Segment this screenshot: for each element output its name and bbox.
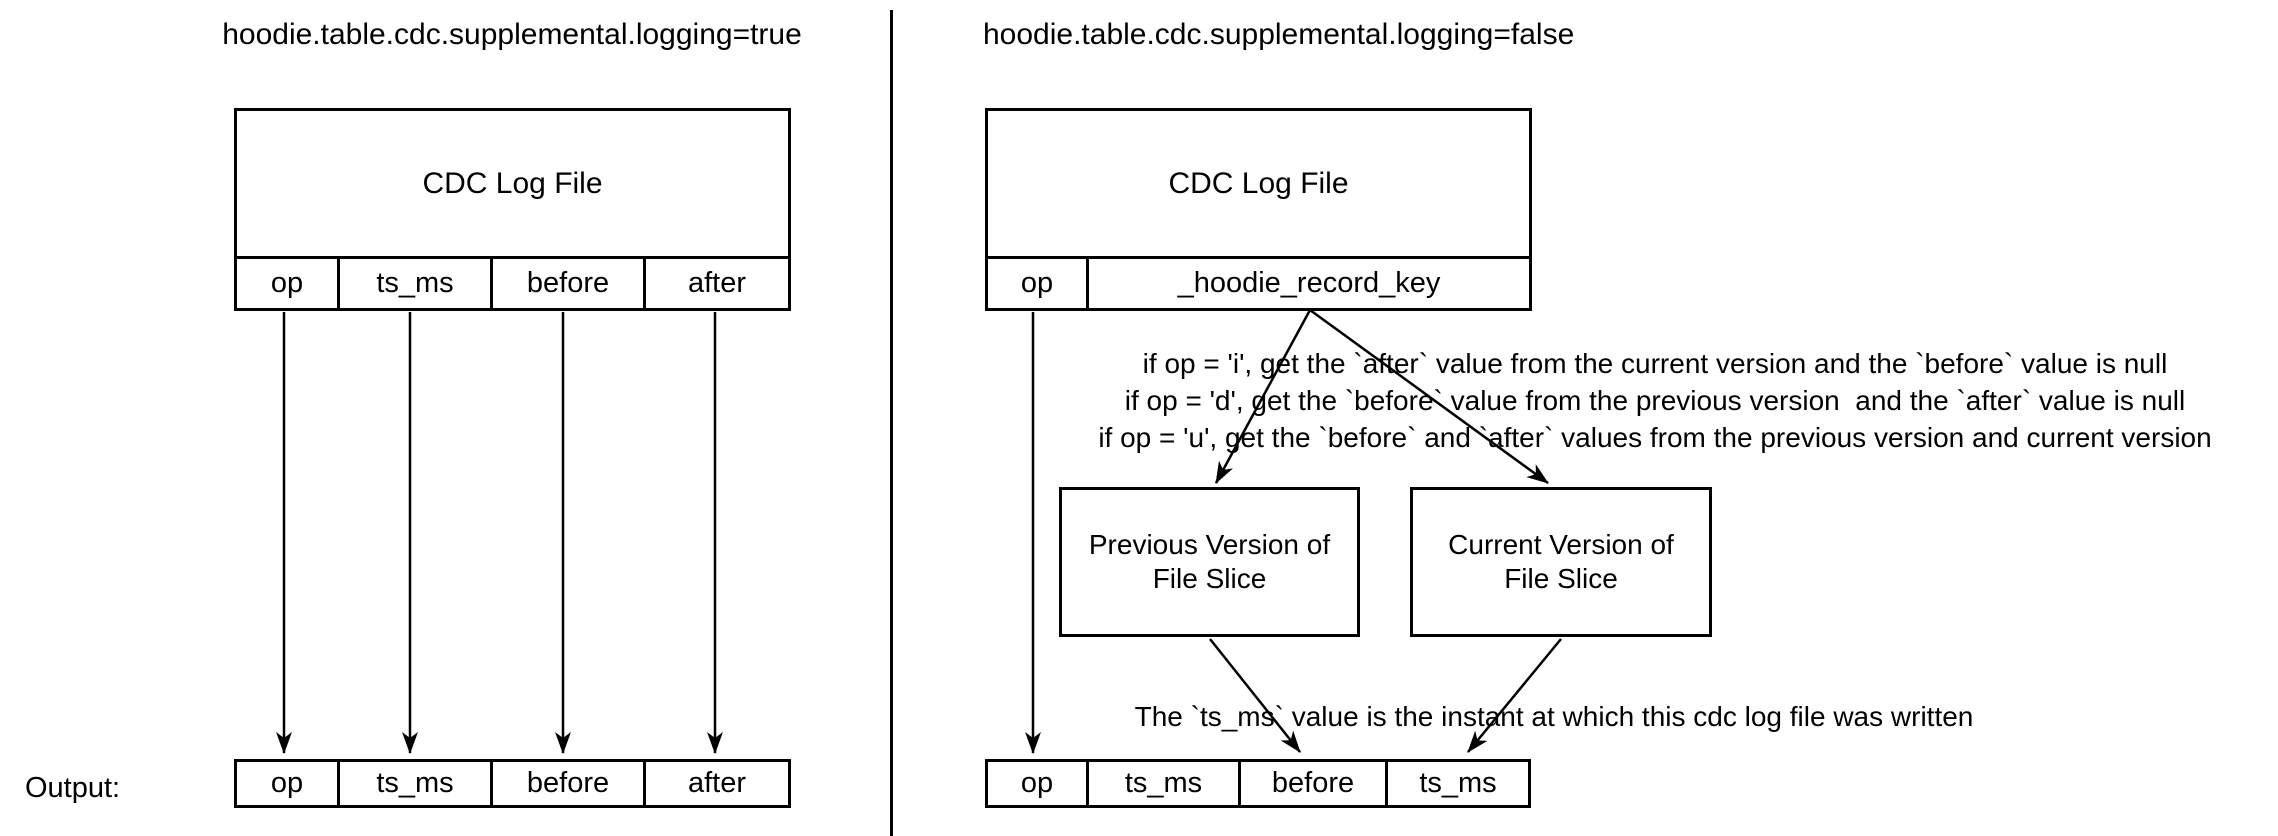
arrow-previous-version-to-output — [1209, 638, 1301, 753]
right-output-cell-ts-ms-2: ts_ms — [1385, 762, 1528, 805]
right-cdc-columns-row: op _hoodie_record_key — [988, 256, 1529, 308]
left-cdc-box-label: CDC Log File — [422, 166, 603, 200]
right-cdc-col-op: op — [1020, 267, 1054, 299]
previous-version-file-slice-box: Previous Version of File Slice — [1059, 487, 1360, 637]
right-output-cell-op: op — [1020, 767, 1054, 799]
op-rule-update: if op = 'u', get the `before` and `after… — [1098, 422, 2212, 453]
left-cdc-col-after: after — [643, 259, 788, 308]
left-output-cell-after: after — [643, 762, 788, 805]
previous-version-label-line1: Previous Version of — [1088, 529, 1331, 560]
current-version-label-line2: File Slice — [1504, 563, 1618, 594]
right-output-cell-ts-ms: ts_ms — [1086, 762, 1238, 805]
left-cdc-col-ts-ms: ts_ms — [337, 259, 490, 308]
output-label: Output: — [25, 772, 121, 804]
current-version-file-slice-box: Current Version of File Slice — [1410, 487, 1712, 637]
left-cdc-log-file-box: CDC Log File op ts_ms before after — [234, 108, 791, 311]
previous-version-label-line2: File Slice — [1152, 563, 1267, 594]
right-cdc-col-hoodie-record-key: _hoodie_record_key — [1086, 259, 1529, 308]
left-cdc-col-before: before — [490, 259, 643, 308]
current-version-label-line1: Current Version of — [1448, 529, 1674, 560]
panel-divider — [890, 10, 893, 836]
left-output-cell-ts-ms: ts_ms — [337, 762, 490, 805]
left-cdc-columns-row: op ts_ms before after — [237, 256, 788, 308]
ts-ms-note: The `ts_ms` value is the instant at whic… — [1134, 701, 1974, 732]
right-panel-title: hoodie.table.cdc.supplemental.logging=fa… — [983, 18, 1575, 51]
op-rule-delete: if op = 'd', get the `before` value from… — [1124, 385, 2186, 416]
right-output-row: op ts_ms before ts_ms — [985, 759, 1531, 808]
right-cdc-log-file-box: CDC Log File op _hoodie_record_key — [985, 108, 1532, 311]
left-output-cell-op: op — [270, 767, 304, 799]
op-rule-insert: if op = 'i', get the `after` value from … — [1142, 348, 2168, 379]
left-output-row: op ts_ms before after — [234, 759, 791, 808]
op-rules-text: if op = 'i', get the `after` value from … — [1040, 345, 2270, 456]
arrow-current-version-to-output — [1467, 638, 1562, 753]
left-panel-title: hoodie.table.cdc.supplemental.logging=tr… — [222, 18, 802, 51]
right-output-cell-before: before — [1238, 762, 1385, 805]
left-cdc-col-op: op — [270, 267, 304, 299]
right-cdc-box-label: CDC Log File — [1168, 166, 1349, 200]
left-output-cell-before: before — [490, 762, 643, 805]
